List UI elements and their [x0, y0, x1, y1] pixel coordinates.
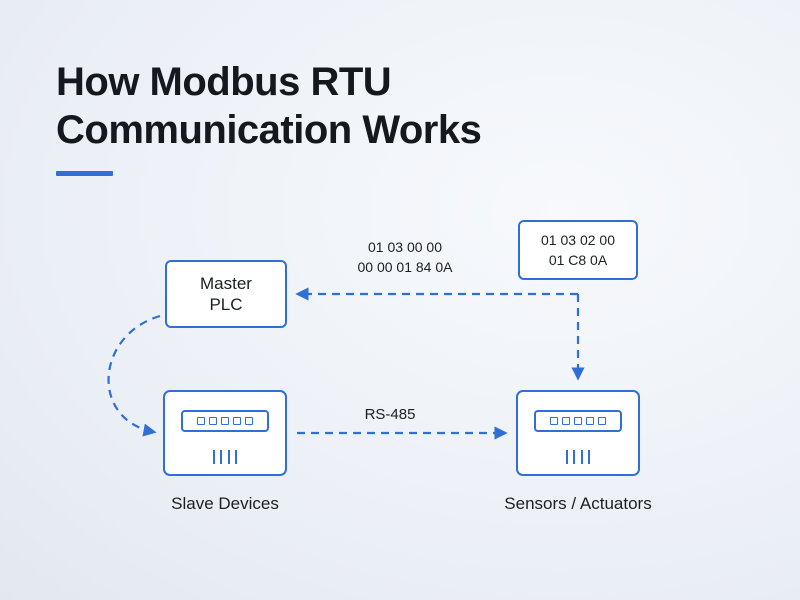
request-frame-line-2: 00 00 01 84 0A: [357, 259, 453, 275]
response-frame-box: 01 03 02 00 01 C8 0A: [518, 220, 638, 280]
sensors-actuators-label: Sensors / Actuators: [504, 494, 652, 513]
indicator-light-icon: [562, 417, 570, 425]
diagram-title: How Modbus RTU Communication Works: [56, 58, 482, 154]
master-line-2: PLC: [209, 295, 243, 314]
title-line-1: How Modbus RTU: [56, 60, 392, 104]
indicator-light-icon: [197, 417, 205, 425]
request-frame-label: 01 03 00 00 00 00 01 84 0A: [335, 237, 475, 277]
indicator-light-icon: [221, 417, 229, 425]
response-frame-line-2: 01 C8 0A: [548, 252, 608, 268]
request-frame-line-1: 01 03 00 00: [368, 239, 442, 255]
sensor-device-node: [516, 390, 640, 476]
title-line-2: Communication Works: [56, 108, 482, 152]
indicator-light-icon: [233, 417, 241, 425]
title-accent-bar: [56, 171, 113, 176]
master-plc-node: Master PLC: [165, 260, 287, 328]
device-panel-icon: [534, 410, 622, 432]
response-frame-line-1: 01 03 02 00: [541, 232, 615, 248]
slave-device-node: [163, 390, 287, 476]
slave-devices-label: Slave Devices: [171, 494, 279, 513]
vent-icon: [566, 450, 590, 464]
indicator-light-icon: [598, 417, 606, 425]
master-line-1: Master: [200, 274, 252, 293]
indicator-light-icon: [550, 417, 558, 425]
rs485-label: RS-485: [364, 406, 416, 423]
indicator-light-icon: [574, 417, 582, 425]
vent-icon: [213, 450, 237, 464]
master-to-slave-arrow: [107, 314, 161, 437]
indicator-light-icon: [209, 417, 217, 425]
device-panel-icon: [181, 410, 269, 432]
indicator-light-icon: [245, 417, 253, 425]
indicator-light-icon: [586, 417, 594, 425]
